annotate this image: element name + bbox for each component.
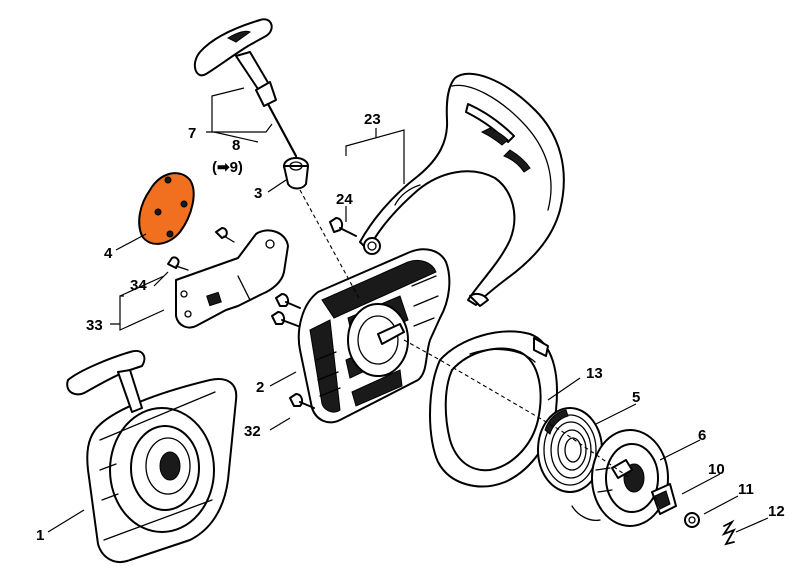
- callout-5: 5: [632, 389, 640, 406]
- part-34-screw[interactable]: [167, 256, 189, 271]
- leader-lines: [47, 87, 769, 533]
- part-33-bracket[interactable]: [175, 229, 289, 329]
- part-5-rewind-spring[interactable]: [537, 407, 603, 493]
- callout-13: 13: [586, 365, 603, 382]
- callout-23: 23: [364, 111, 381, 128]
- part-32-screw[interactable]: [289, 393, 315, 409]
- part-10-pawl[interactable]: [651, 483, 677, 515]
- callout-11: 11: [738, 481, 754, 498]
- callout-24: 24: [336, 191, 353, 208]
- callout-9-reference: (➡9): [212, 159, 243, 176]
- callout-7: 7: [188, 125, 196, 142]
- screw-cover-1[interactable]: [275, 293, 301, 309]
- part-24-screw[interactable]: [329, 217, 357, 237]
- part-6-rope-rotor[interactable]: [571, 429, 669, 527]
- callout-3: 3: [254, 185, 262, 202]
- screw-cover-2[interactable]: [271, 311, 299, 327]
- callout-10: 10: [708, 461, 725, 478]
- callout-12: 12: [768, 503, 785, 520]
- callout-4: 4: [104, 245, 113, 262]
- part-12-spring-clip[interactable]: [721, 519, 737, 546]
- callout-34: 34: [130, 277, 147, 294]
- callout-6: 6: [698, 427, 706, 444]
- part-7-starter-grip[interactable]: [193, 18, 277, 107]
- callout-8: 8: [232, 137, 240, 154]
- part-2-cover[interactable]: [297, 248, 451, 424]
- callout-1: 1: [36, 527, 44, 544]
- callout-32: 32: [244, 423, 261, 440]
- part-3-grommet[interactable]: [283, 157, 309, 190]
- part-8-starter-rope[interactable]: [266, 102, 298, 158]
- part-13-starter-housing[interactable]: [429, 330, 558, 488]
- part-23-hand-guard[interactable]: [359, 72, 565, 307]
- screw-bracket-top[interactable]: [215, 227, 235, 243]
- part-4-plate-shape: [138, 172, 195, 245]
- callout-2: 2: [256, 379, 264, 396]
- part-1-fan-housing[interactable]: [66, 350, 238, 563]
- part-4-cover-plate[interactable]: [138, 172, 195, 245]
- callout-33: 33: [86, 317, 103, 334]
- part-11-washer[interactable]: [684, 512, 700, 528]
